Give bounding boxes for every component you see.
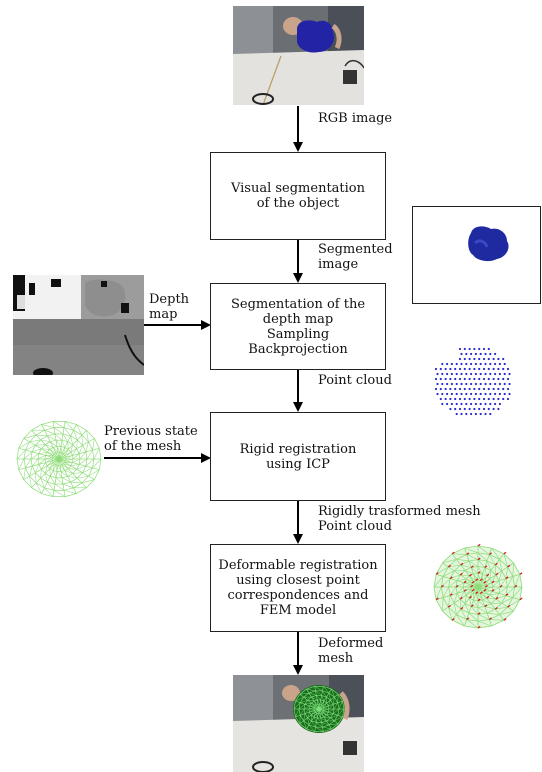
result-photo-image [233, 675, 364, 772]
label-previous-state: Previous state of the mesh [104, 424, 198, 454]
depth-segmentation-line4: Backprojection [248, 341, 348, 357]
label-segmented-line2: image [318, 257, 359, 272]
label-deformed-line2: mesh [318, 651, 354, 666]
label-point-cloud-text: Point cloud [318, 373, 392, 388]
deformable-registration-line3: correspondences and [227, 588, 369, 603]
rgb-photo-image [233, 6, 364, 105]
depth-segmentation-line2: depth map [262, 311, 334, 327]
label-depth-map: Depth map [149, 292, 189, 322]
label-point-cloud: Point cloud [318, 373, 392, 388]
label-rgb-image: RGB image [318, 111, 392, 126]
depth-segmentation-line3: Sampling [266, 326, 330, 342]
label-rgb-image-text: RGB image [318, 111, 393, 126]
deformable-registration-line2: using closest point [236, 573, 360, 588]
depth-segmentation-line1: Segmentation of the [230, 296, 366, 312]
label-deformed-mesh: Deformed mesh [318, 636, 383, 666]
label-deformed-line1: Deformed [318, 636, 384, 651]
depth-map-image [13, 275, 144, 375]
rigid-registration-line2: using ICP [266, 456, 330, 472]
label-rigid-out-line2: Point cloud [318, 519, 392, 534]
depth-segmentation-box: Segmentation of the depth map Sampling B… [210, 283, 386, 370]
label-previous-line1: Previous state [104, 424, 198, 439]
segmented-object-image [412, 206, 541, 304]
rigid-registration-box: Rigid registration using ICP [210, 412, 386, 501]
rigid-registration-line1: Rigid registration [239, 441, 357, 457]
previous-mesh-image [14, 418, 104, 500]
visual-segmentation-box: Visual segmentation of the object [210, 152, 386, 240]
label-segmented-line1: Segmented [318, 242, 393, 257]
point-cloud-image [432, 345, 514, 420]
label-depth-line1: Depth [149, 292, 190, 307]
label-rigid-out-line1: Rigidly trasformed mesh [318, 504, 481, 519]
deformable-registration-line4: FEM model [259, 603, 337, 618]
label-previous-line2: of the mesh [104, 439, 182, 454]
label-rigid-out: Rigidly trasformed mesh Point cloud [318, 504, 481, 534]
visual-segmentation-line1: Visual segmentation [230, 181, 366, 196]
deformed-mesh-image [430, 543, 526, 631]
label-segmented-image: Segmented image [318, 242, 393, 272]
visual-segmentation-line2: of the object [256, 196, 340, 211]
label-depth-line2: map [149, 307, 178, 322]
deformable-registration-box: Deformable registration using closest po… [210, 544, 386, 632]
deformable-registration-line1: Deformable registration [218, 558, 378, 573]
